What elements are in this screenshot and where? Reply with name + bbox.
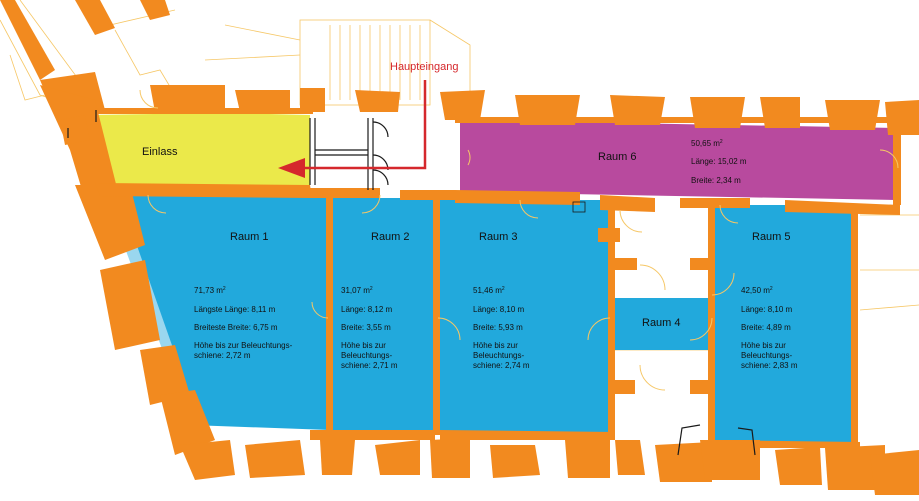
raum5-height-1: Höhe bis zur — [741, 341, 786, 350]
raum3-height-3: schiene: 2,74 m — [473, 361, 530, 370]
raum6-area: 50,65 m2 — [691, 139, 723, 148]
raum2-length: Länge: 8,12 m — [341, 305, 392, 314]
raum6-title: Raum 6 — [598, 151, 637, 163]
raum5-height-2: Beleuchtungs- — [741, 351, 792, 360]
column-marker — [572, 201, 586, 213]
raum1-length: Längste Länge: 8,11 m — [194, 305, 276, 314]
raum2-height-2: Beleuchtungs- — [341, 351, 392, 360]
room-fills — [88, 113, 895, 442]
raum2-height-3: schiene: 2,71 m — [341, 361, 398, 370]
raum5-height-3: schiene: 2,83 m — [741, 361, 798, 370]
raum5-title: Raum 5 — [752, 231, 791, 243]
einlass-title: Einlass — [142, 146, 178, 158]
raum3-width: Breite: 5,93 m — [473, 323, 523, 332]
raum6-width: Breite: 2,34 m — [691, 176, 741, 185]
raum5-area: 42,50 m2 — [741, 286, 773, 295]
entrance-label: Haupteingang — [390, 61, 459, 73]
raum2-title: Raum 2 — [371, 231, 410, 243]
raum2-area: 31,07 m2 — [341, 286, 373, 295]
raum4-title: Raum 4 — [642, 317, 681, 329]
raum2-width: Breite: 3,55 m — [341, 323, 391, 332]
raum3-height-2: Beleuchtungs- — [473, 351, 524, 360]
raum1-title: Raum 1 — [230, 231, 269, 243]
raum5-length: Länge: 8,10 m — [741, 305, 792, 314]
raum3-title: Raum 3 — [479, 231, 518, 243]
raum1-height-1: Höhe bis zur Beleuchtungs- — [194, 341, 293, 350]
raum1-width: Breiteste Breite: 6,75 m — [194, 323, 278, 332]
raum2-height-1: Höhe bis zur — [341, 341, 386, 350]
einlass-area — [88, 113, 310, 186]
raum3-area — [440, 200, 612, 435]
raum1-area: 71,73 m2 — [194, 286, 226, 295]
raum5-width: Breite: 4,89 m — [741, 323, 791, 332]
raum5-area — [713, 205, 855, 442]
raum2-area — [333, 198, 433, 430]
raum3-height-1: Höhe bis zur — [473, 341, 518, 350]
raum4-area — [612, 298, 710, 350]
raum3-length: Länge: 8,10 m — [473, 305, 524, 314]
entrance-arrow — [278, 80, 427, 178]
raum6-length: Länge: 15,02 m — [691, 157, 747, 166]
raum3-area: 51,46 m2 — [473, 286, 505, 295]
raum1-area — [117, 190, 330, 430]
raum1-height-2: schiene: 2,72 m — [194, 351, 251, 360]
raum6-area — [460, 120, 895, 200]
doors — [139, 89, 899, 391]
